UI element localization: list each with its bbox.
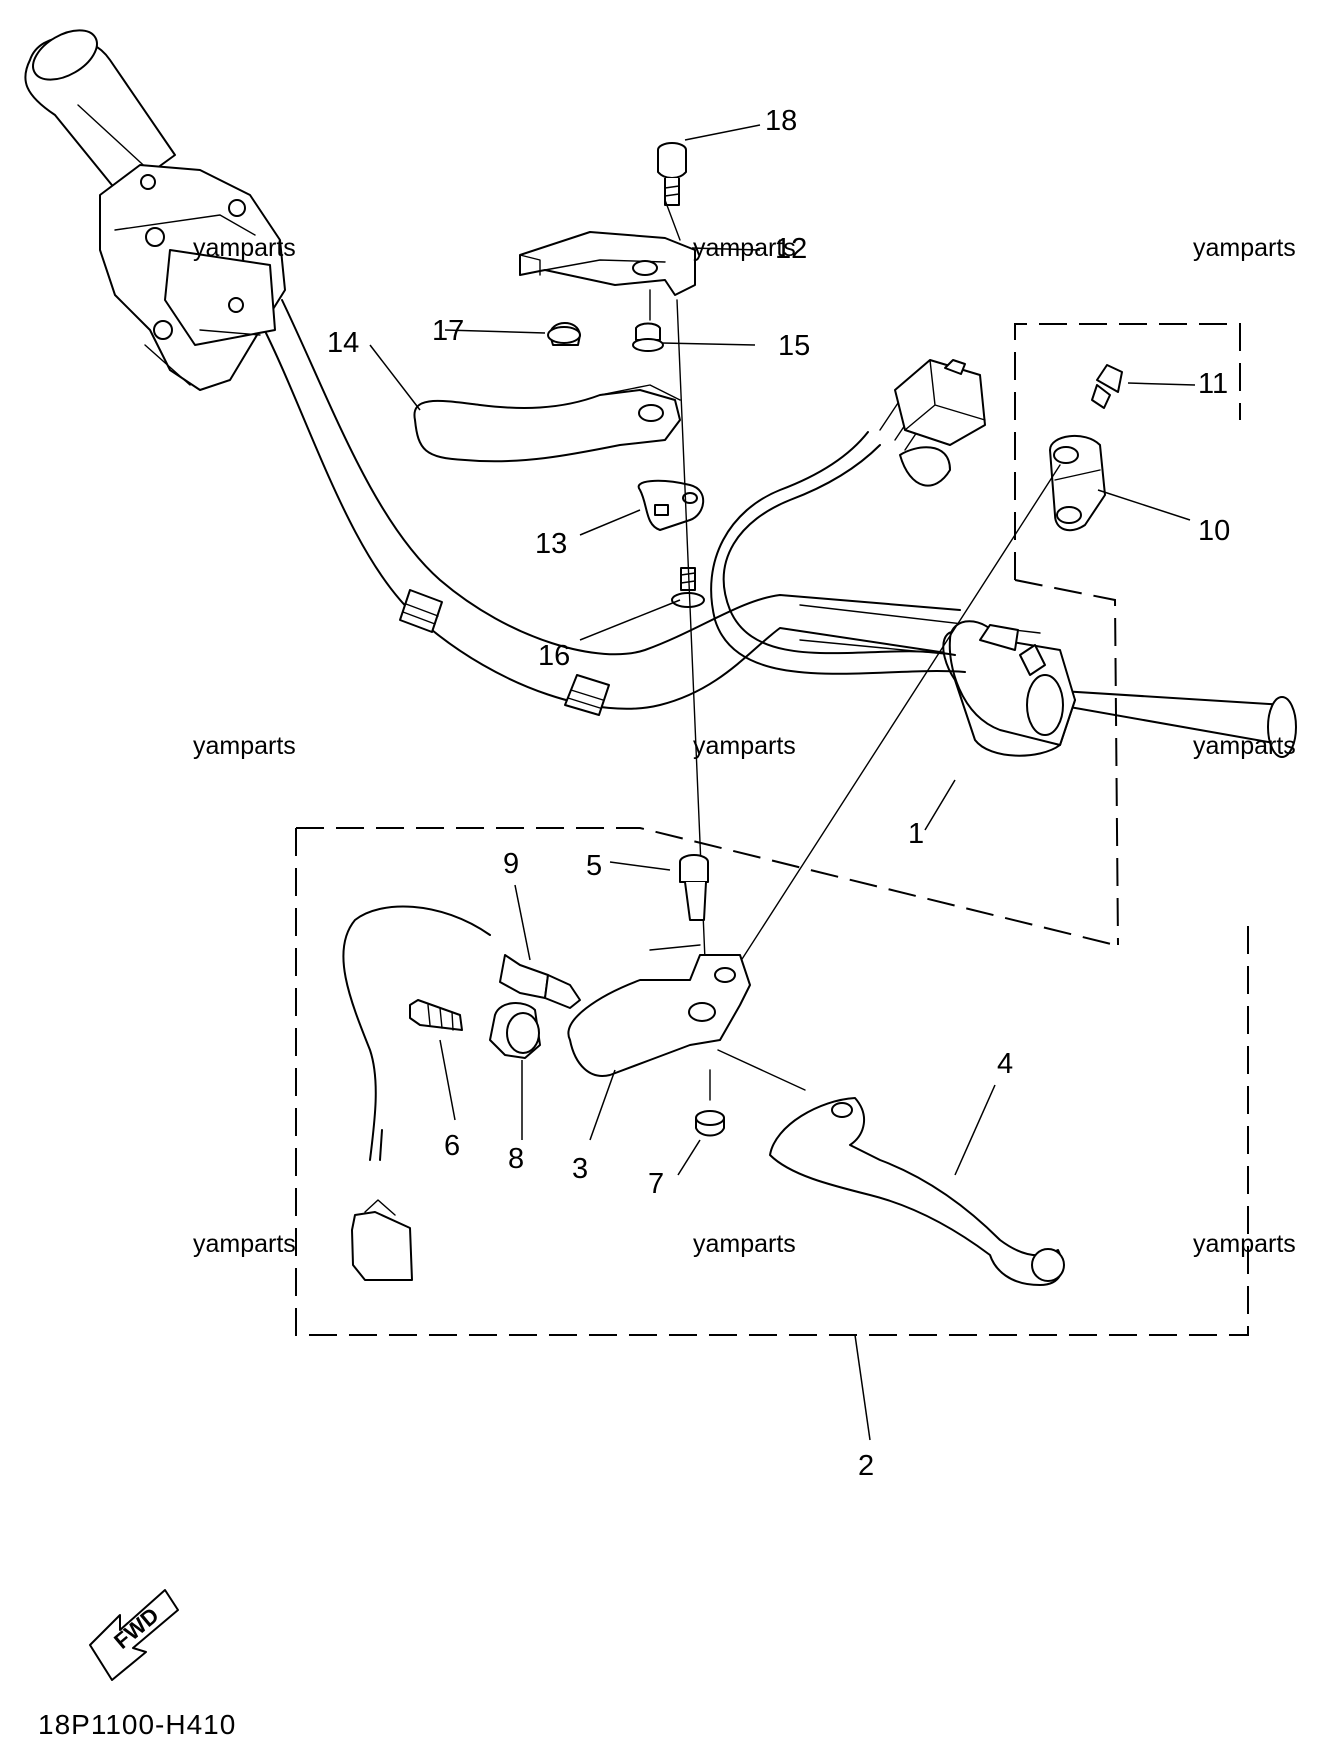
watermark: yamparts	[193, 1230, 296, 1258]
callouts: 18 12 17 15 14 11 10 13 16 1 9 5 4 6 8 3…	[327, 105, 1230, 1482]
callout-5: 5	[586, 850, 602, 882]
switch-assembly	[710, 359, 1076, 757]
callout-18: 18	[765, 105, 797, 137]
watermark: yamparts	[1193, 732, 1296, 760]
watermark: yamparts	[693, 234, 796, 262]
callout-16: 16	[538, 640, 570, 672]
watermark: yamparts	[693, 732, 796, 760]
callout-12: 12	[775, 233, 807, 265]
watermark: yamparts	[1193, 234, 1296, 262]
callout-2: 2	[858, 1450, 874, 1482]
lower-parts	[342, 854, 1065, 1286]
watermark: yamparts	[693, 1230, 796, 1258]
handlebar	[261, 299, 1297, 758]
callout-9: 9	[503, 848, 519, 880]
inset-top-right	[734, 323, 1241, 971]
callout-4: 4	[997, 1048, 1013, 1080]
callout-7: 7	[648, 1168, 664, 1200]
lower-assembly-box	[295, 827, 1249, 1441]
leader-lines	[369, 124, 1196, 1176]
callout-17: 17	[432, 315, 464, 347]
drawing-code: 18P1100-H410	[38, 1709, 236, 1740]
callout-11: 11	[1198, 368, 1228, 400]
callout-6: 6	[444, 1130, 460, 1162]
callout-1: 1	[908, 818, 924, 850]
callout-15: 15	[778, 330, 810, 362]
watermark: yamparts	[1193, 1230, 1296, 1258]
callout-13: 13	[535, 528, 567, 560]
callout-8: 8	[508, 1143, 524, 1175]
watermark: yamparts	[193, 234, 296, 262]
callout-10: 10	[1198, 515, 1230, 547]
watermark: yamparts	[193, 732, 296, 760]
fwd-arrow-icon: FWD	[89, 1589, 179, 1681]
bracket-parts	[413, 142, 706, 961]
watermarks: yamparts yamparts yamparts yamparts yamp…	[193, 234, 1296, 1258]
callout-14: 14	[327, 327, 359, 359]
callout-3: 3	[572, 1153, 588, 1185]
left-grip-assembly	[24, 29, 286, 391]
